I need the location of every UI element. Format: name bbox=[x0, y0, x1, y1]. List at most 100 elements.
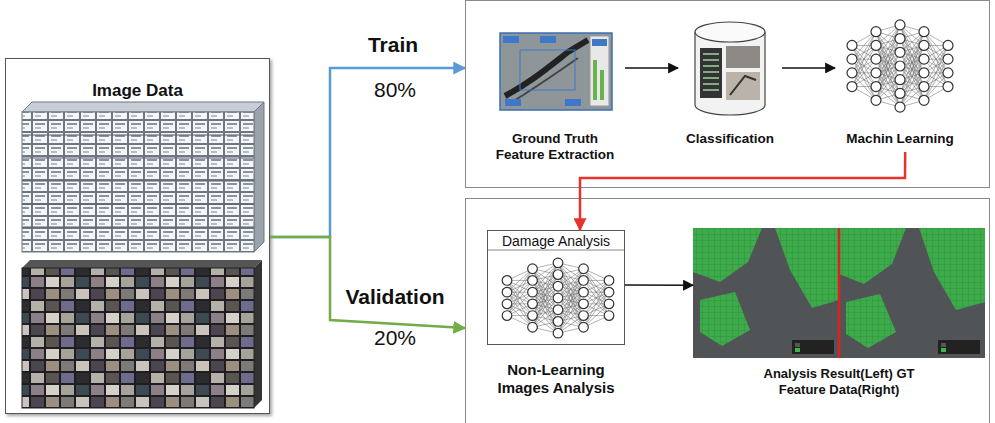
damage-mask-left bbox=[795, 343, 800, 347]
damage-mask-left bbox=[775, 228, 839, 308]
network-link bbox=[558, 275, 584, 293]
network-link bbox=[852, 73, 876, 100]
network-link bbox=[924, 59, 948, 86]
network-neuron bbox=[871, 82, 881, 92]
network-link bbox=[507, 269, 533, 304]
network-neuron bbox=[528, 322, 538, 332]
network-link bbox=[558, 286, 584, 304]
network-link bbox=[507, 292, 533, 304]
network-link bbox=[533, 275, 559, 293]
network-link bbox=[533, 275, 559, 316]
ground-truth-screenshot bbox=[500, 33, 612, 110]
network-link bbox=[558, 280, 584, 309]
network-link bbox=[584, 292, 610, 327]
step-caption: Analysis Result(Left) GT Feature Data(Ri… bbox=[753, 366, 925, 397]
network-link bbox=[584, 280, 610, 315]
database-cylinder bbox=[726, 72, 760, 100]
network-link bbox=[852, 59, 876, 60]
network-neuron bbox=[502, 276, 512, 286]
network-link bbox=[533, 269, 559, 298]
network-link bbox=[558, 298, 584, 316]
network-link bbox=[507, 269, 533, 316]
network-link bbox=[876, 39, 900, 87]
network-neuron bbox=[528, 299, 538, 309]
network-link bbox=[584, 269, 610, 316]
network-link bbox=[852, 59, 876, 100]
network-link bbox=[900, 25, 924, 100]
result-image bbox=[838, 228, 841, 358]
network-neuron bbox=[871, 68, 881, 78]
network-neuron bbox=[604, 276, 614, 286]
network-link bbox=[584, 292, 610, 315]
network-link bbox=[852, 59, 876, 86]
split-label: Train bbox=[368, 33, 418, 57]
network-link bbox=[852, 72, 876, 73]
network-link bbox=[852, 45, 876, 72]
image-stack-upper bbox=[22, 102, 264, 252]
network-link bbox=[558, 316, 584, 322]
image-stack-upper bbox=[22, 102, 264, 112]
network-link bbox=[924, 45, 948, 72]
network-neuron bbox=[502, 287, 512, 297]
network-neuron bbox=[579, 299, 589, 309]
network-link bbox=[558, 298, 584, 327]
network-link bbox=[533, 275, 559, 328]
network-link bbox=[584, 280, 610, 292]
ground-truth-screenshot bbox=[505, 40, 588, 96]
network-neuron bbox=[553, 328, 563, 338]
network-link bbox=[876, 32, 900, 39]
flow-arrow bbox=[625, 284, 693, 286]
process-step: Ground Truth Feature Extraction bbox=[485, 28, 625, 168]
network-neuron bbox=[895, 47, 905, 57]
network-link bbox=[876, 52, 900, 59]
network-link bbox=[876, 25, 900, 32]
network-link bbox=[852, 32, 876, 73]
database-cylinder bbox=[730, 76, 756, 95]
ground-truth-screenshot bbox=[565, 99, 581, 106]
network-neuron bbox=[579, 264, 589, 274]
damage-mask-left bbox=[693, 228, 762, 282]
network-link bbox=[900, 66, 924, 100]
step-caption: Ground Truth Feature Extraction bbox=[487, 131, 623, 163]
network-link bbox=[900, 45, 924, 93]
network-link bbox=[876, 45, 900, 107]
network-link bbox=[533, 280, 559, 309]
network-link bbox=[852, 86, 876, 87]
network-neuron bbox=[847, 54, 857, 64]
network-link bbox=[558, 275, 584, 281]
network-neuron bbox=[919, 54, 929, 64]
network-neuron bbox=[553, 293, 563, 303]
image-stack-lower bbox=[22, 260, 262, 268]
network-link bbox=[900, 59, 924, 80]
network-link bbox=[558, 292, 584, 333]
training-panel: Ground Truth Feature ExtractionClassific… bbox=[465, 0, 990, 188]
network-link bbox=[533, 275, 559, 304]
network-neuron bbox=[579, 287, 589, 297]
network-link bbox=[558, 280, 584, 333]
network-link bbox=[558, 286, 584, 315]
network-neuron bbox=[871, 27, 881, 37]
network-neuron bbox=[553, 258, 563, 268]
network-link bbox=[900, 66, 924, 87]
network-neuron bbox=[553, 270, 563, 280]
network-link bbox=[924, 59, 948, 86]
network-link bbox=[876, 45, 900, 93]
network-link bbox=[584, 304, 610, 316]
damage-mask-right bbox=[839, 228, 985, 354]
network-link bbox=[533, 298, 559, 304]
network-link bbox=[876, 39, 900, 60]
network-link bbox=[507, 292, 533, 304]
network-link bbox=[558, 292, 584, 310]
network-link bbox=[900, 87, 924, 94]
network-link bbox=[507, 304, 533, 316]
network-link bbox=[924, 73, 948, 87]
network-link bbox=[533, 269, 559, 287]
network-link bbox=[876, 80, 900, 87]
data-panel: Image Data bbox=[5, 58, 270, 414]
network-link bbox=[924, 45, 948, 46]
network-link bbox=[876, 80, 900, 101]
network-link bbox=[533, 304, 559, 333]
network-link bbox=[924, 59, 948, 73]
